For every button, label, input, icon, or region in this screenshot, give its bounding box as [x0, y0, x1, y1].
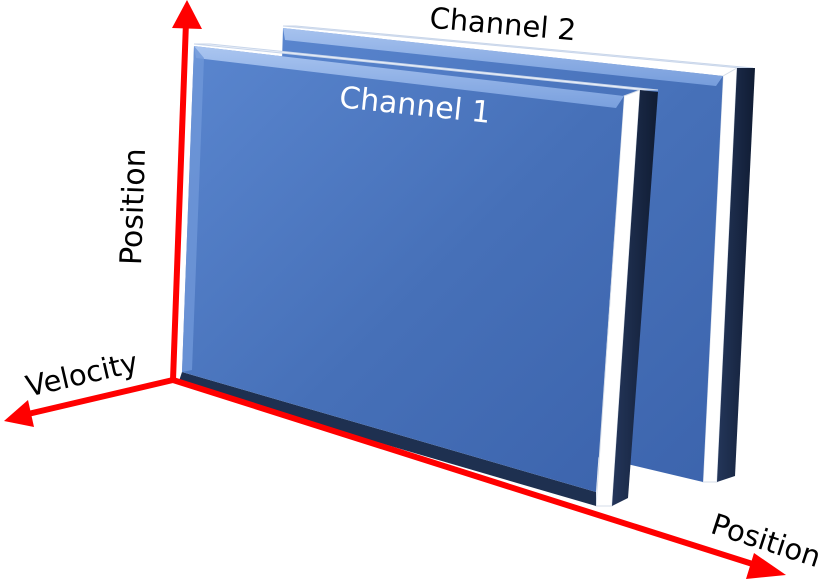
velocity-axis — [25, 377, 176, 417]
vertical-axis-label: Position — [114, 148, 153, 266]
axis-arrowheads — [4, 0, 786, 579]
channel-1-panel — [178, 43, 659, 507]
horizontal-axis-arrowhead — [746, 553, 786, 579]
channel-1-panel-top-edge — [193, 43, 659, 91]
axes — [25, 19, 765, 570]
vertical-axis-arrowhead — [172, 0, 202, 29]
channel-1-panel-left-bevel — [182, 46, 204, 372]
channel-1-panel-side — [612, 90, 658, 506]
vertical-position-axis — [170, 19, 189, 383]
velocity-axis-arrowhead — [4, 400, 34, 427]
channel-1-panel-top-bevel — [194, 46, 624, 108]
horizontal-position-axis — [170, 377, 765, 570]
velocity-axis-label: Velocity — [23, 345, 141, 404]
channel-1-panel-bottom — [178, 372, 596, 506]
channel-2-panel-side — [717, 68, 755, 482]
channel-2-panel-top-bevel — [283, 28, 723, 86]
channel-1-panel-face — [182, 46, 624, 492]
